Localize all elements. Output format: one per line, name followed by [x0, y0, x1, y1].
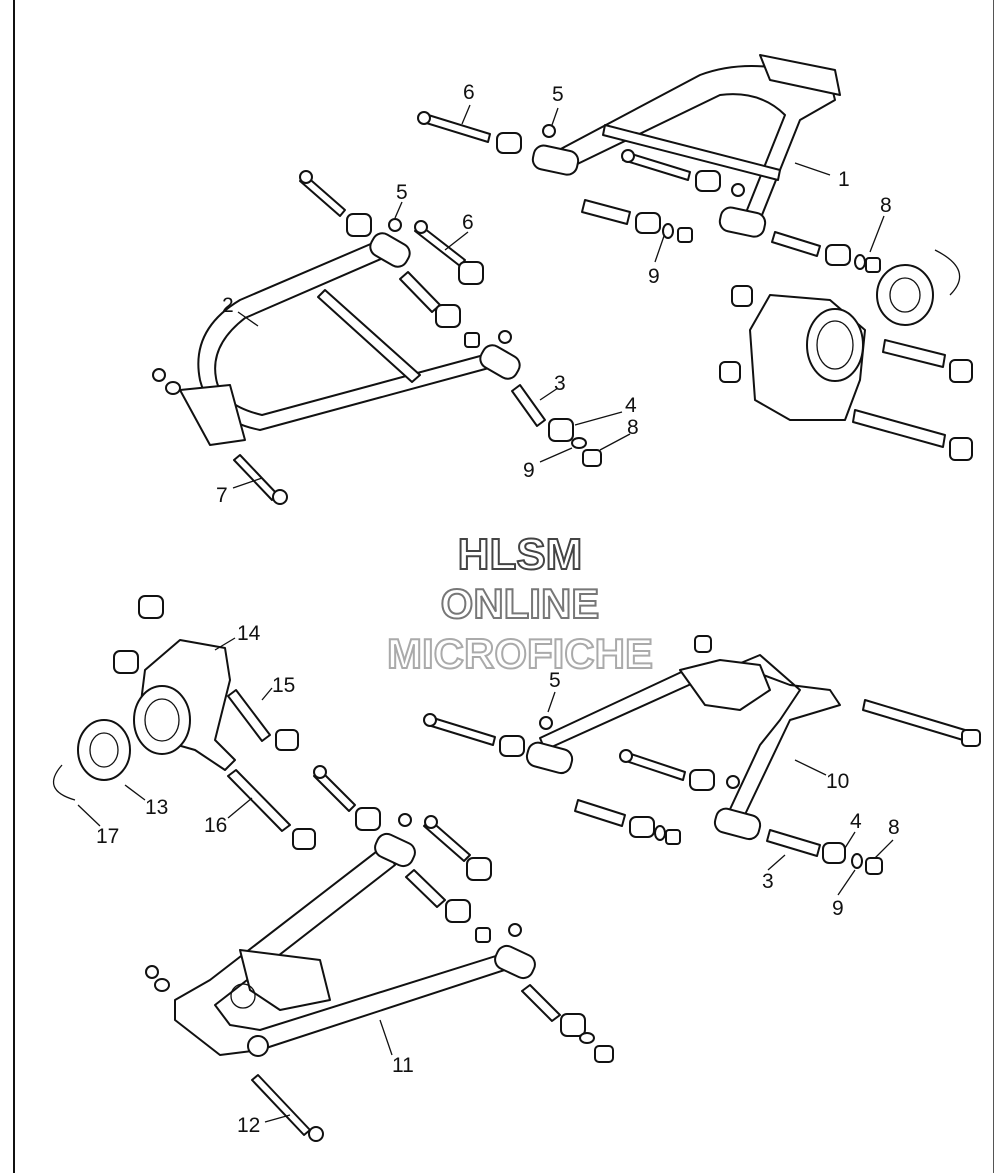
a-arm-lower-right	[525, 654, 841, 841]
callout-9: 9	[832, 897, 844, 920]
callout-8: 8	[880, 194, 892, 217]
callout-4: 4	[625, 394, 637, 417]
watermark-line-3: MICROFICHE	[386, 629, 654, 678]
callout-5: 5	[549, 669, 561, 692]
watermark-line-2: ONLINE	[440, 579, 601, 628]
callout-17: 17	[96, 825, 119, 848]
a-arm-upper-left	[179, 232, 521, 446]
knuckle-lower-left	[52, 595, 316, 850]
frame-border-right	[993, 0, 994, 1173]
a-arm-lower-center	[174, 832, 536, 1057]
callout-5: 5	[396, 181, 408, 204]
frame-border-left	[13, 0, 15, 1173]
callout-11: 11	[392, 1054, 414, 1077]
callout-14: 14	[237, 622, 261, 645]
watermark-line-1: HLSM	[457, 529, 584, 580]
hardware-upper-left	[152, 170, 602, 505]
hardware-lower-right	[423, 635, 981, 875]
callout-9: 9	[648, 265, 660, 288]
callout-7: 7	[216, 484, 228, 507]
callout-2: 2	[222, 294, 234, 317]
callout-labels: 1 2 3 4 5 5 6 6 7 8 8 9 9 5 10 4 8 3 9 1…	[96, 81, 900, 1137]
callout-13: 13	[145, 796, 168, 819]
callout-15: 15	[272, 674, 295, 697]
hardware-lower-center	[145, 765, 614, 1142]
callout-9: 9	[523, 459, 535, 482]
callout-8: 8	[627, 416, 639, 439]
callout-6: 6	[463, 81, 475, 104]
callout-10: 10	[826, 770, 849, 793]
hardware-upper-right	[417, 111, 881, 273]
callout-1: 1	[838, 168, 850, 191]
callout-8: 8	[888, 816, 900, 839]
callout-16: 16	[204, 814, 227, 837]
callout-6: 6	[462, 211, 474, 234]
a-arm-upper-right	[531, 54, 841, 238]
callout-4: 4	[850, 810, 862, 833]
callout-3: 3	[554, 372, 566, 395]
leader-lines	[77, 104, 894, 1123]
callout-12: 12	[237, 1114, 260, 1137]
knuckle-upper-right	[719, 249, 973, 461]
callout-5: 5	[552, 83, 564, 106]
callout-3: 3	[762, 870, 774, 893]
